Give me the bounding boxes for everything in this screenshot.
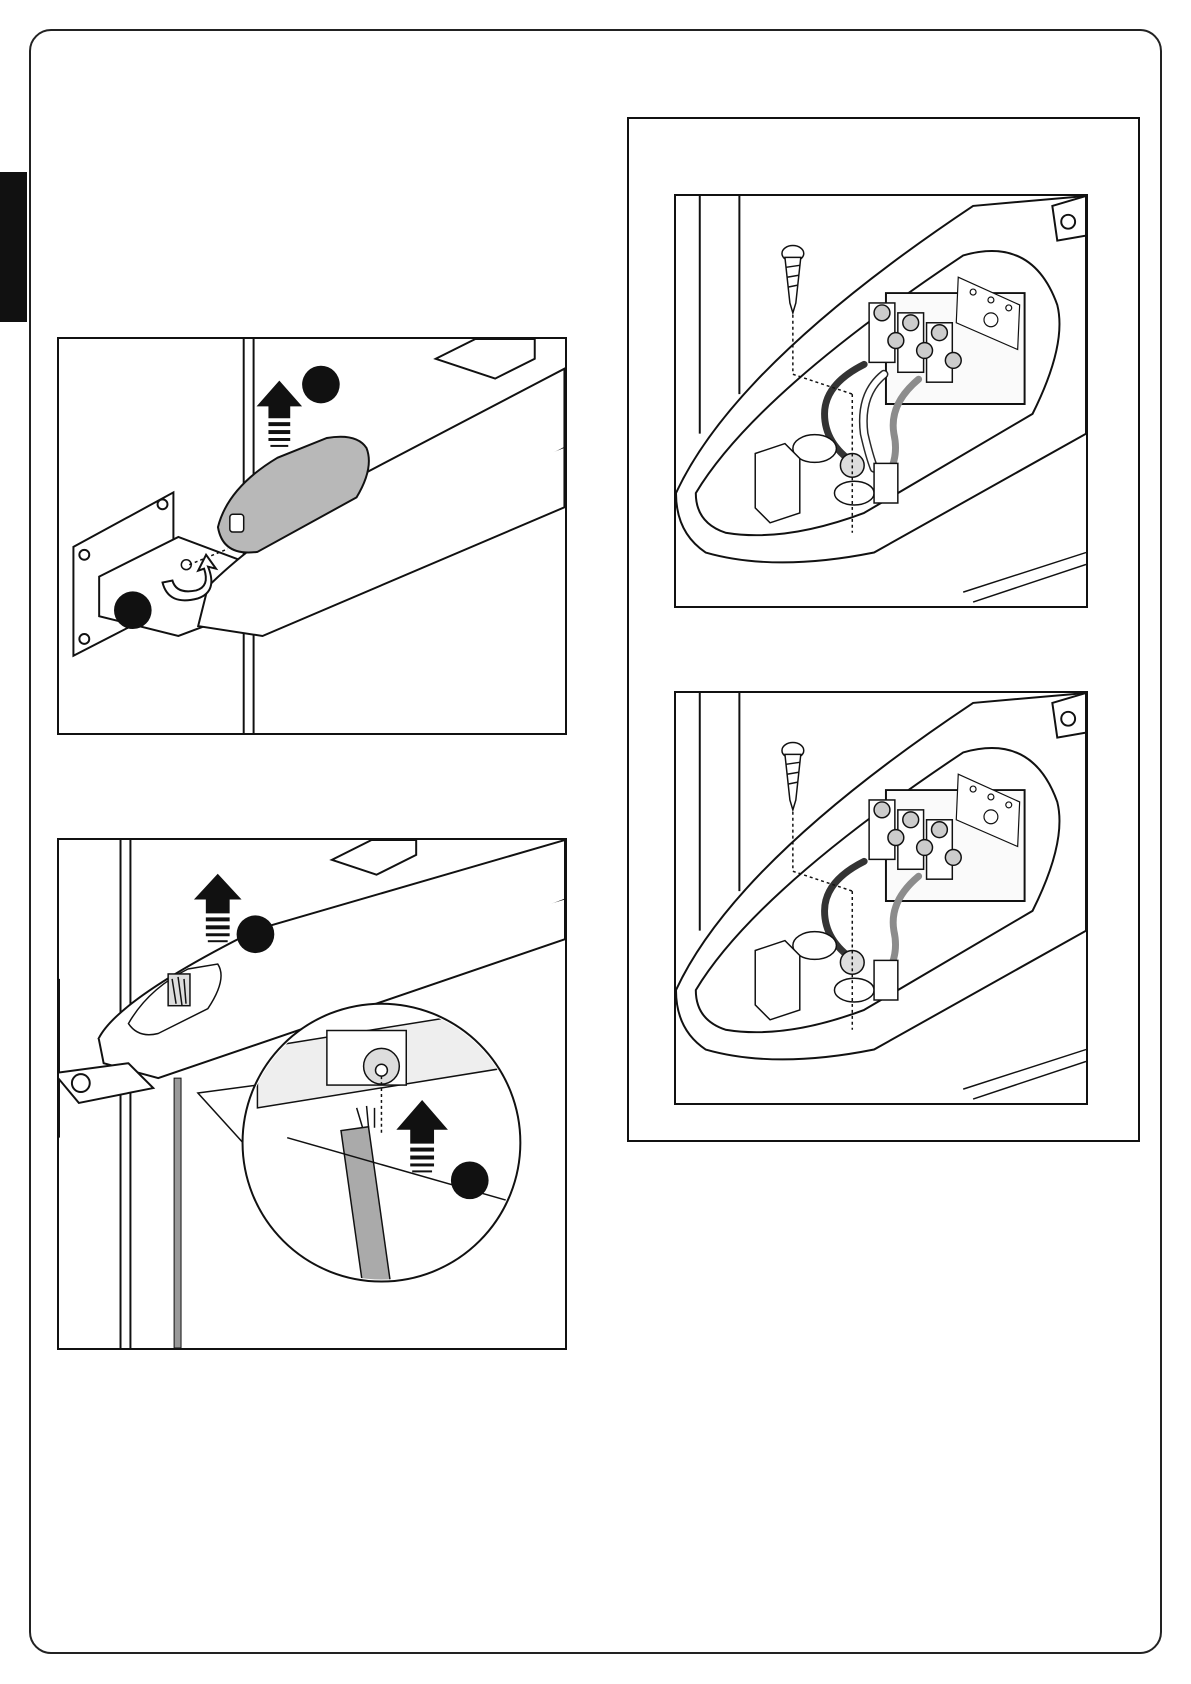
- wiring-view-a-illustration: [676, 196, 1086, 606]
- step-badge-icon: [451, 1161, 489, 1199]
- post-block: [755, 444, 800, 523]
- figure-cable-entry: [57, 838, 567, 1350]
- cable-entry-illustration: [59, 840, 565, 1348]
- cover-screw-slot: [230, 514, 244, 532]
- arrow-up-icon: [257, 381, 303, 447]
- side-language-tab: [0, 172, 27, 322]
- wiring-view-b: [674, 691, 1088, 1105]
- step-badge-icon: [302, 366, 340, 404]
- wiring-view-a: [674, 194, 1088, 608]
- cable-icon: [174, 1078, 181, 1348]
- arrow-up-icon: [194, 874, 242, 942]
- figure-remove-cover: [57, 337, 567, 735]
- figure-wiring-detail: [627, 117, 1140, 1142]
- step-badge-icon: [114, 591, 152, 629]
- step-badge-icon: [237, 915, 275, 953]
- magnifier-detail-icon: [198, 999, 565, 1327]
- post-block: [755, 941, 800, 1020]
- remove-cover-illustration: [59, 339, 565, 733]
- wiring-view-b-illustration: [676, 693, 1086, 1103]
- housing: [676, 693, 1086, 1059]
